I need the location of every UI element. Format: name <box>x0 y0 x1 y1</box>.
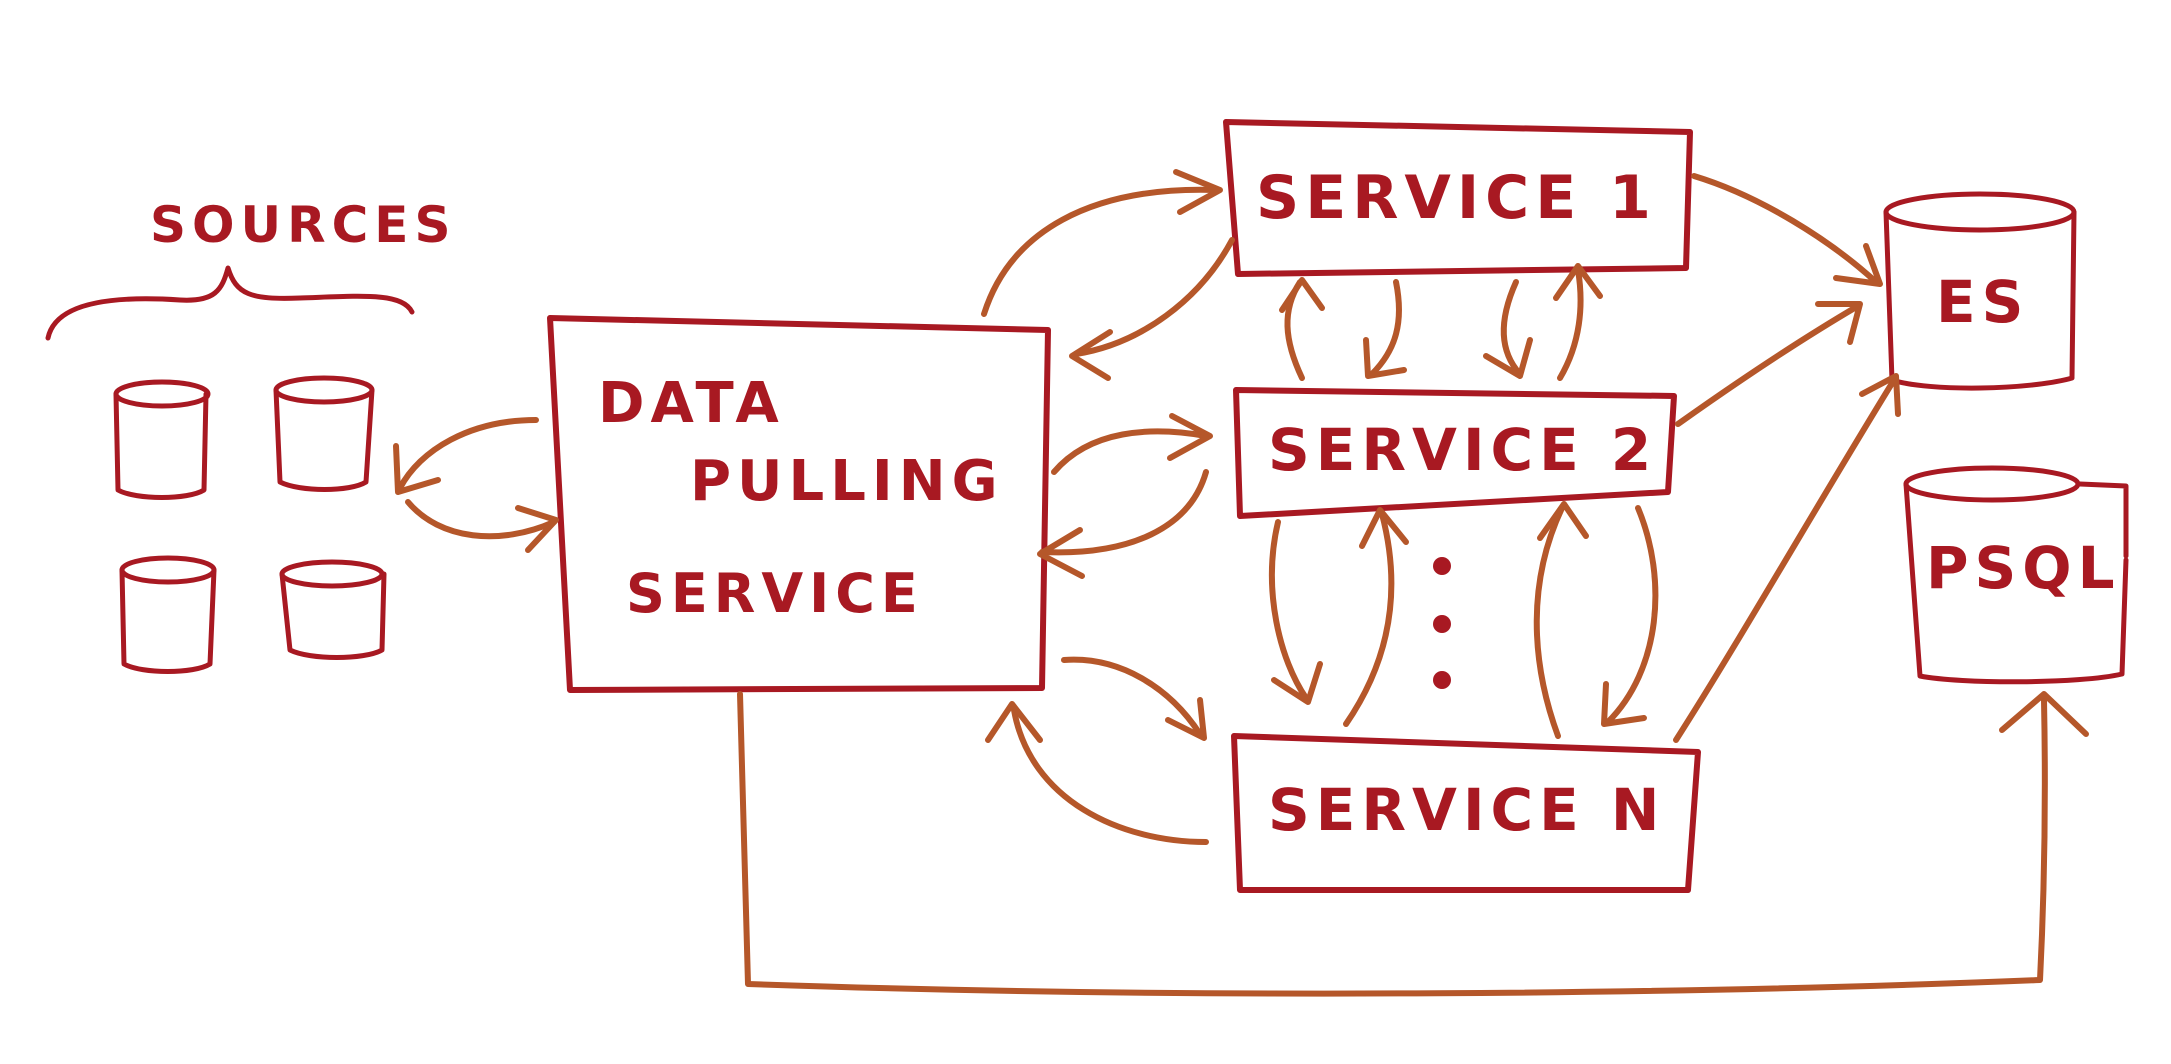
source-db-3 <box>119 555 217 674</box>
arrow-service-2-to-pull <box>1037 469 1209 579</box>
arrow-pull-to-service-2 <box>1051 413 1213 475</box>
service-n: SERVICE N <box>1231 733 1701 893</box>
arrow-pull-to-service-1 <box>981 169 1223 317</box>
arrow-service-2-to-es <box>1675 301 1863 427</box>
arrow-service-n-to-es <box>1673 373 1901 743</box>
arrow-service-1-to-es <box>1691 173 1883 287</box>
arrow-service-1-to-service-2-left <box>1363 279 1407 379</box>
arrow-service-n-to-service-2-right <box>1533 501 1589 739</box>
sources-label: SOURCES <box>150 196 456 254</box>
connectors <box>393 169 2089 997</box>
source-db-4 <box>279 559 387 660</box>
service-n-box <box>1231 733 1701 893</box>
arrow-pull-to-service-n <box>1061 656 1207 741</box>
arrow-service-2-to-service-1-left <box>1279 277 1325 381</box>
arrow-sources-to-pull <box>405 499 559 553</box>
source-db-2 <box>273 375 375 492</box>
sources-brace <box>45 265 415 341</box>
data-pulling-box <box>547 315 1051 693</box>
arrow-service-1-to-service-2-right <box>1483 279 1533 379</box>
arrow-service-2-to-service-n-left <box>1269 519 1323 705</box>
psql-label: PSQL <box>1926 534 2121 602</box>
es-label: ES <box>1936 268 2029 336</box>
service-n-label: SERVICE N <box>1268 776 1665 844</box>
arrow-pull-to-psql <box>737 691 2089 997</box>
psql-store: PSQL <box>1903 465 2129 685</box>
more-services-dots <box>1433 557 1451 689</box>
service-2: SERVICE 2 <box>1233 387 1677 519</box>
source-db-1 <box>113 379 211 500</box>
arrow-service-n-to-service-2-left <box>1343 507 1409 727</box>
service-1-label: SERVICE 1 <box>1256 163 1657 233</box>
arrow-service-2-to-service-1-right <box>1553 263 1603 381</box>
es-store: ES <box>1883 191 2077 391</box>
data-pulling-label-line3: SERVICE <box>626 562 924 625</box>
service-2-label: SERVICE 2 <box>1268 416 1657 484</box>
arrow-service-1-to-pull <box>1069 237 1235 381</box>
sources-group: SOURCES <box>45 196 456 674</box>
arrow-service-2-to-service-n-right <box>1601 505 1659 727</box>
data-pulling-label-line1: DATA <box>598 371 785 436</box>
data-pulling-service: DATA PULLING SERVICE <box>547 315 1051 693</box>
arrow-pull-to-sources <box>393 417 539 495</box>
service-2-box <box>1233 387 1677 519</box>
service-1: SERVICE 1 <box>1223 119 1693 277</box>
service-1-box <box>1223 119 1693 277</box>
arrow-service-n-to-pull <box>985 701 1209 845</box>
data-pulling-label-line2: PULLING <box>690 449 1004 514</box>
